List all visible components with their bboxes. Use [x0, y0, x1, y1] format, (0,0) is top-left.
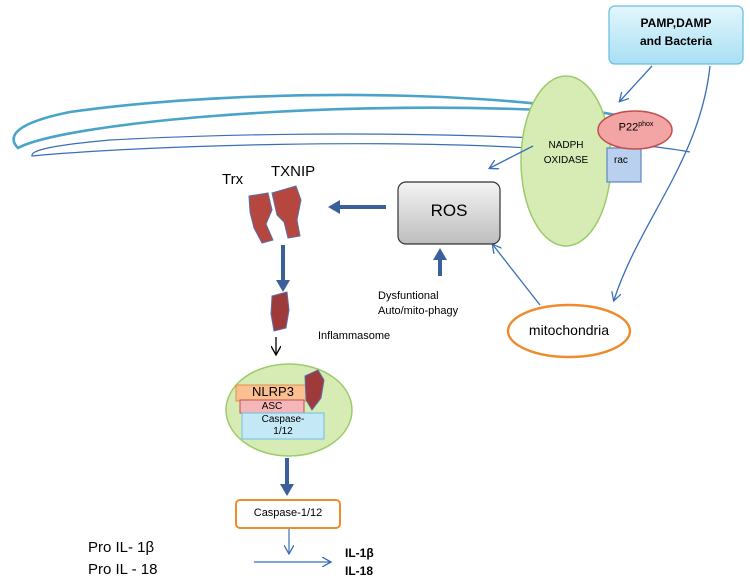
txnip-label: TXNIP	[271, 163, 316, 180]
nadph-label-line1: NADPH	[548, 140, 584, 151]
p22phox-label: P22phox	[612, 121, 660, 134]
txnip-single-protein	[270, 291, 290, 332]
arrow-txnip-down-head	[276, 280, 290, 292]
caspase-inner-line2: 1/12	[273, 426, 293, 437]
mitochondria-label: mitochondria	[528, 322, 610, 338]
il1b-label: IL-1β	[345, 546, 374, 560]
membrane-arc-outer	[12, 93, 666, 150]
dysfunctional-line1: Dysfuntional	[378, 290, 439, 302]
arrow-mitochondria-to-ros	[493, 245, 541, 306]
asc-label: ASC	[261, 401, 283, 412]
trx-protein	[248, 192, 274, 244]
caspase-box-label: Caspase-1/12	[253, 507, 323, 519]
nlrp3-label: NLRP3	[252, 384, 294, 399]
txnip-protein	[271, 185, 302, 239]
nadph-label-line2: OXIDASE	[543, 155, 589, 166]
caspase-box	[235, 499, 341, 529]
ros-label: ROS	[430, 201, 468, 220]
mitochondria-oval	[506, 303, 632, 359]
membrane-arc-inner	[31, 133, 691, 157]
inflammasome-protein	[304, 369, 325, 411]
pamp-label-line1: PAMP,DAMP	[640, 16, 712, 30]
ros-box	[397, 181, 501, 245]
arrow-ros-to-txnip-head	[328, 200, 340, 214]
arrow-oxidase-to-ros	[490, 145, 534, 168]
pro-il18-label: Pro IL - 18	[88, 561, 158, 578]
inflammasome-label: Inflammasome	[318, 330, 391, 342]
trx-label: Trx	[222, 171, 244, 188]
caspase-inner-line1: Caspase-	[261, 414, 305, 425]
arrow-inflammasome-down-head	[280, 484, 294, 496]
pamp-box	[608, 5, 744, 65]
dysfunctional-line2: Auto/mito-phagy	[378, 305, 459, 317]
p22phox-oval	[597, 110, 673, 150]
caspase-inner-box	[241, 412, 325, 440]
pamp-label-line2: and Bacteria	[639, 34, 713, 48]
rac-label: rac	[614, 155, 628, 166]
arrow-pamp-to-oxidase	[620, 65, 653, 101]
p22-text: P22	[618, 121, 639, 134]
pro-il1b-label: Pro IL- 1β	[88, 539, 155, 556]
arrow-pamp-to-mitochondria	[614, 65, 711, 300]
rac-box	[606, 147, 642, 183]
p22-sup: phox	[638, 121, 654, 128]
il18-label: IL-18	[345, 564, 374, 578]
arrow-dysfunction-to-ros-head	[433, 248, 447, 260]
